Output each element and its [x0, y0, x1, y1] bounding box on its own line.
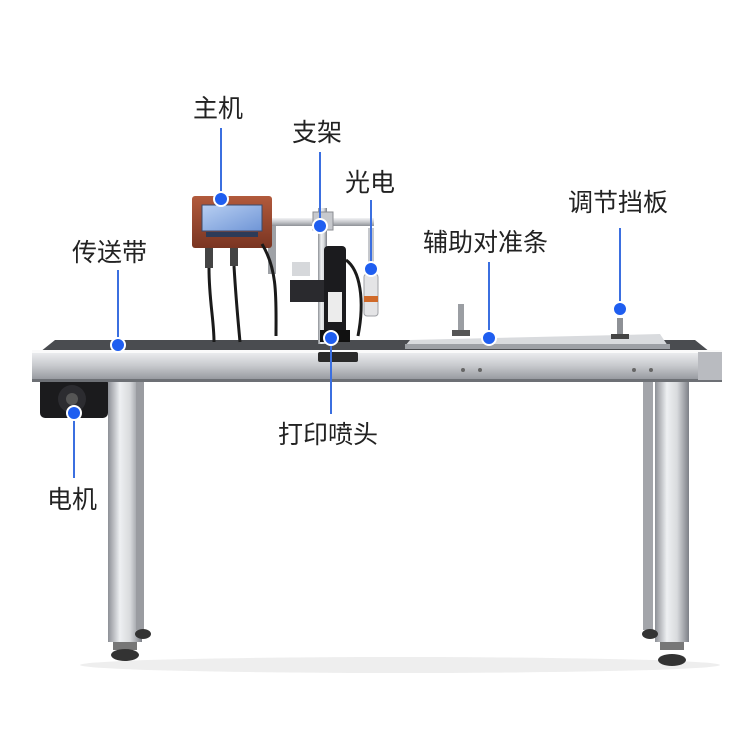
label-print-nozzle: 打印喷头 [278, 420, 379, 449]
marker-bracket [312, 218, 328, 234]
label-adjustable-baffle: 调节挡板 [568, 188, 669, 217]
floor-shadow [80, 657, 720, 673]
marker-dots [66, 191, 628, 421]
left-leg [108, 380, 151, 661]
marker-host [213, 191, 229, 207]
motor-unit [40, 378, 108, 418]
host-controller [192, 196, 278, 343]
leader-host [220, 128, 222, 198]
alignment-bar [405, 304, 670, 349]
marker-conveyor [110, 337, 126, 353]
marker-nozzle [323, 330, 339, 346]
leader-photoelectric [370, 200, 372, 268]
leader-lines [73, 128, 621, 478]
leader-bracket [319, 152, 321, 224]
right-leg [642, 380, 689, 666]
marker-motor [66, 405, 82, 421]
leader-baffle [619, 228, 621, 308]
label-auxiliary-alignment-bar: 辅助对准条 [423, 228, 549, 257]
leader-motor [73, 414, 75, 478]
label-host: 主机 [193, 94, 244, 123]
baffle-post [611, 318, 629, 339]
label-conveyor-belt: 传送带 [72, 238, 148, 267]
leader-conveyor [117, 270, 119, 344]
marker-alignment [481, 330, 497, 346]
leader-alignment [488, 262, 490, 338]
label-photoelectric: 光电 [345, 168, 396, 197]
marker-photoelectric [363, 261, 379, 277]
conveyor-frame [32, 340, 722, 382]
print-head [290, 246, 363, 342]
label-bracket: 支架 [292, 118, 343, 147]
label-motor: 电机 [47, 485, 98, 514]
leader-nozzle [330, 338, 332, 414]
marker-baffle [612, 301, 628, 317]
